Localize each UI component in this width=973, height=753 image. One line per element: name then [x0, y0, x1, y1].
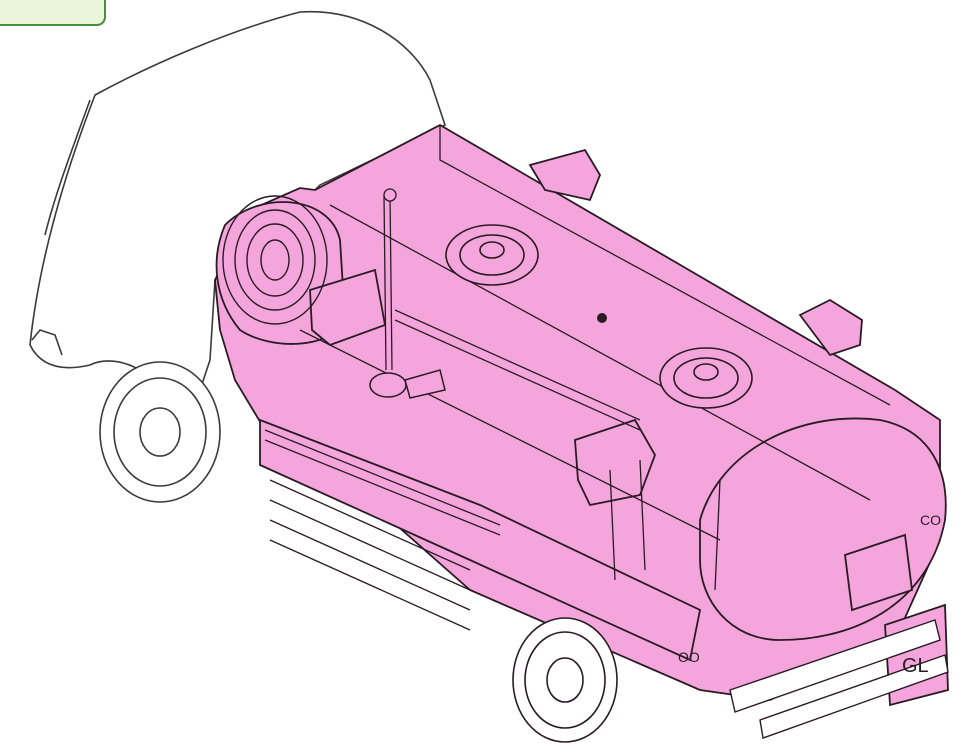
manhole-cover-front — [445, 224, 539, 286]
tail-marks: CO OO — [678, 512, 941, 665]
side-box-top — [528, 148, 602, 202]
rear-bumper-lights — [844, 533, 913, 612]
vent-valve — [597, 313, 607, 323]
tail-mark-left-bottom: OO — [678, 649, 700, 665]
tail-mark-right-top: CO — [920, 512, 941, 528]
rear-wheel — [512, 617, 618, 743]
tank-details — [264, 125, 891, 631]
side-box-right — [798, 298, 863, 357]
front-storage-box — [309, 268, 387, 347]
rear-frame-rails — [729, 619, 949, 739]
manhole-cover-rear — [659, 347, 753, 409]
hose-reel — [222, 195, 328, 325]
tank-body — [214, 123, 949, 707]
callout-label-box — [0, 0, 106, 26]
front-wheel — [99, 361, 221, 503]
top-valve-assembly — [369, 369, 446, 399]
plate-logo-text: GL — [902, 655, 929, 677]
under-frame — [259, 418, 702, 662]
rear-storage-box — [574, 418, 656, 507]
truck-cab — [29, 10, 446, 422]
